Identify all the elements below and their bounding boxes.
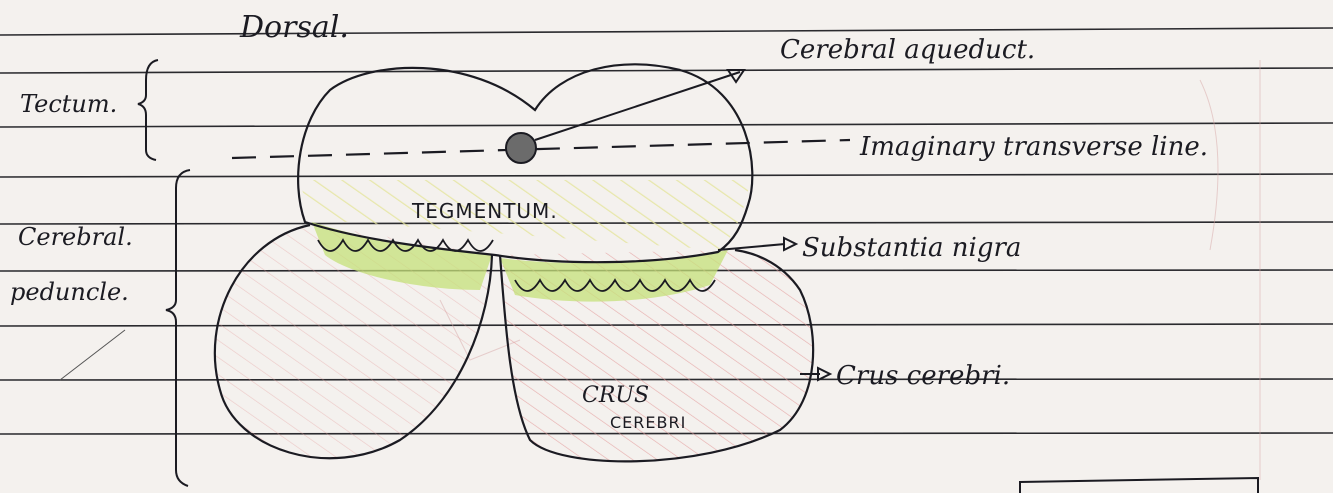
peduncle-brace [166,170,190,486]
dorsal-label: Dorsal. [239,10,349,45]
crus-label-line2: CEREBRI [610,413,686,432]
crus-cerebri-pointer-label: Crus cerebri. [836,361,1010,391]
tectum-brace [138,60,158,160]
page-box-corner [1020,478,1258,493]
stray-pencil-line [60,330,125,380]
peduncle-label: peduncle. [10,278,129,306]
imaginary-transverse-line [232,140,850,158]
cerebral-label: Cerebral. [18,223,133,251]
substantia-nigra-arrowhead-icon [784,238,796,250]
tegmentum-label: TEGMENTUM. [411,199,558,223]
imaginary-line-label: Imaginary transverse line. [859,132,1208,162]
crus-label-line1: CRUS [582,383,649,408]
substantia-nigra-label: Substantia nigra [802,233,1021,263]
tectum-label: Tectum. [20,90,117,118]
cerebral-aqueduct [506,133,536,163]
cerebral-aqueduct-label: Cerebral aqueduct. [780,35,1035,65]
cerebral-aqueduct-pointer [535,72,740,140]
